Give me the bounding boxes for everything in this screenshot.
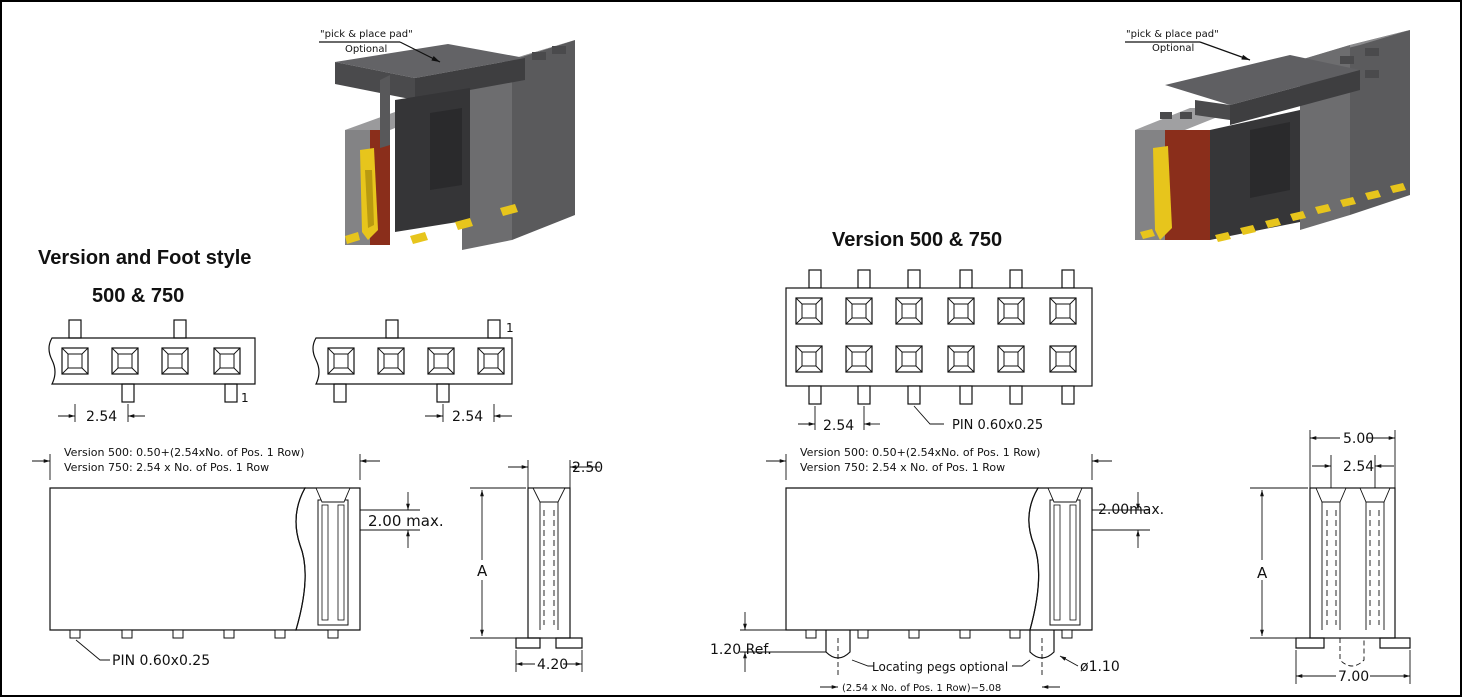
right-callout-line1: "pick & place pad" — [1126, 29, 1219, 40]
right-side-pitch: 2.54 — [1343, 459, 1374, 475]
left-side-top: 2.50 — [572, 460, 603, 476]
right-side-view: 5.00 2.54 A 7.00 — [1250, 430, 1411, 685]
pitch-b: 2.54 — [452, 409, 483, 425]
left-subheading: 500 & 750 — [92, 285, 184, 307]
left-plan-view-a: 1 2.54 — [48, 319, 256, 425]
right-heading: Version 500 & 750 — [832, 229, 1002, 251]
right-peg-spacing: (2.54 x No. of Pos. 1 Row)−5.08 — [842, 683, 1001, 694]
left-side-view: 2.50 A 4.20 — [470, 460, 603, 673]
right-length-line2: Version 750: 2.54 x No. of Pos. 1 Row — [800, 461, 1005, 474]
right-ref: 1.20 Ref. — [710, 642, 772, 658]
right-front-view: Version 500: 0.50+(2.54xNo. of Pos. 1 Ro… — [710, 446, 1164, 694]
pitch-a: 2.54 — [86, 409, 117, 425]
left-length-line2: Version 750: 2.54 x No. of Pos. 1 Row — [64, 461, 269, 474]
right-callout-line2: Optional — [1152, 43, 1194, 54]
pin1-label-b: 1 — [506, 321, 514, 335]
left-heading: Version and Foot style — [38, 247, 251, 269]
right-height-max: 2.00max. — [1098, 502, 1164, 518]
right-pin-note: PIN 0.60x0.25 — [952, 418, 1043, 433]
right-length-line1: Version 500: 0.50+(2.54xNo. of Pos. 1 Ro… — [800, 446, 1040, 459]
right-pitch: 2.54 — [823, 418, 854, 434]
left-callout-line2: Optional — [345, 44, 387, 55]
pin1-label-a: 1 — [241, 391, 249, 405]
left-front-view: Version 500: 0.50+(2.54xNo. of Pos. 1 Ro… — [32, 446, 444, 669]
left-length-line1: Version 500: 0.50+(2.54xNo. of Pos. 1 Ro… — [64, 446, 304, 459]
left-plan-view-b: 1 2.54 — [312, 319, 514, 425]
right-peg-dia: ø1.10 — [1080, 659, 1120, 675]
left-pin-note: PIN 0.60x0.25 — [112, 653, 210, 669]
left-iso-connector: "pick & place pad" Optional — [319, 29, 575, 250]
left-side-foot: 4.20 — [537, 657, 568, 673]
right-plan-view: 2.54 PIN 0.60x0.25 — [785, 269, 1093, 434]
right-pegs-note: Locating pegs optional — [872, 660, 1008, 674]
right-side-foot: 7.00 — [1338, 669, 1369, 685]
left-callout-line1: "pick & place pad" — [320, 29, 413, 40]
left-side-height: A — [477, 562, 488, 580]
right-side-height: A — [1257, 564, 1268, 582]
right-iso-connector: "pick & place pad" Optional — [1125, 29, 1410, 242]
right-side-top: 5.00 — [1343, 431, 1374, 447]
left-height-max: 2.00 max. — [368, 512, 444, 530]
